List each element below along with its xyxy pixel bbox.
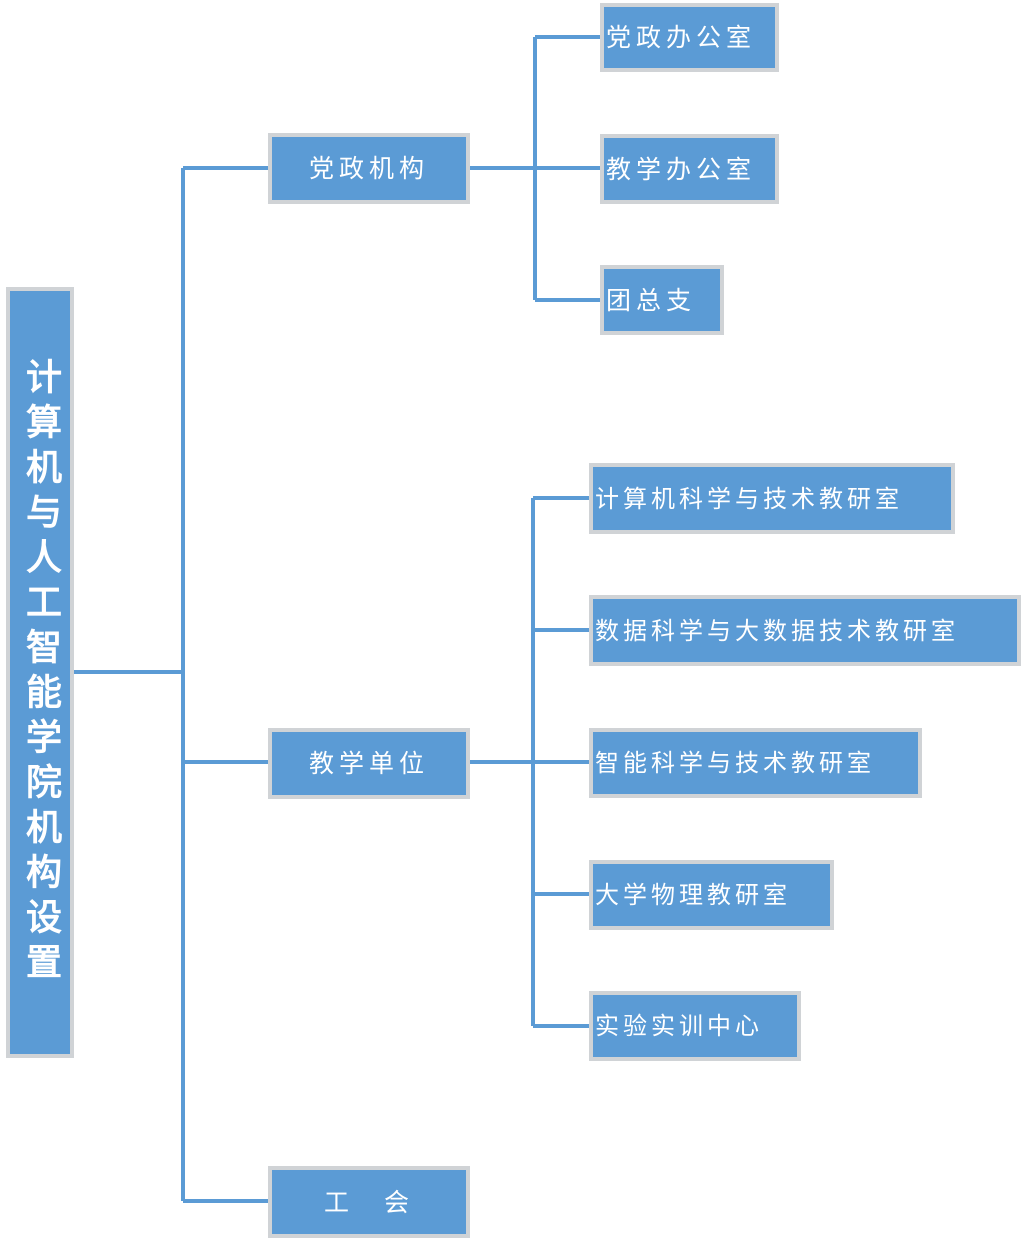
unit-node-label: 数据科学与大数据技术教研室 [595, 616, 959, 645]
group-node-party-admin: 党政机构 [268, 133, 470, 204]
unit-node-label: 党政办公室 [606, 23, 757, 52]
unit-node-physics-section: 大学物理教研室 [589, 860, 834, 930]
unit-node-data-science-section: 数据科学与大数据技术教研室 [589, 595, 1021, 666]
group-node-label: 教学单位 [308, 749, 429, 778]
unit-node-label: 团总支 [606, 285, 697, 315]
unit-node-label: 教学办公室 [606, 154, 757, 184]
unit-node-ai-section: 智能科学与技术教研室 [589, 728, 922, 798]
root-node-label: 计算机与人工智能学院机构设置 [20, 357, 61, 988]
unit-node-label: 智能科学与技术教研室 [595, 749, 875, 777]
unit-node-cs-section: 计算机科学与技术教研室 [589, 463, 955, 534]
unit-node-label: 大学物理教研室 [595, 881, 791, 909]
group-node-teaching-units: 教学单位 [268, 728, 470, 799]
group-node-label: 工 会 [323, 1187, 414, 1217]
unit-node-lab-center: 实验实训中心 [589, 991, 801, 1061]
unit-node-teaching-office: 教学办公室 [600, 134, 779, 204]
unit-node-youth-league: 团总支 [600, 265, 724, 335]
unit-node-label: 计算机科学与技术教研室 [595, 484, 903, 513]
group-node-label: 党政机构 [308, 154, 429, 183]
group-node-union: 工 会 [268, 1166, 470, 1238]
unit-node-label: 实验实训中心 [595, 1012, 763, 1040]
root-node: 计算机与人工智能学院机构设置 [6, 287, 74, 1058]
unit-node-party-office: 党政办公室 [600, 3, 779, 72]
